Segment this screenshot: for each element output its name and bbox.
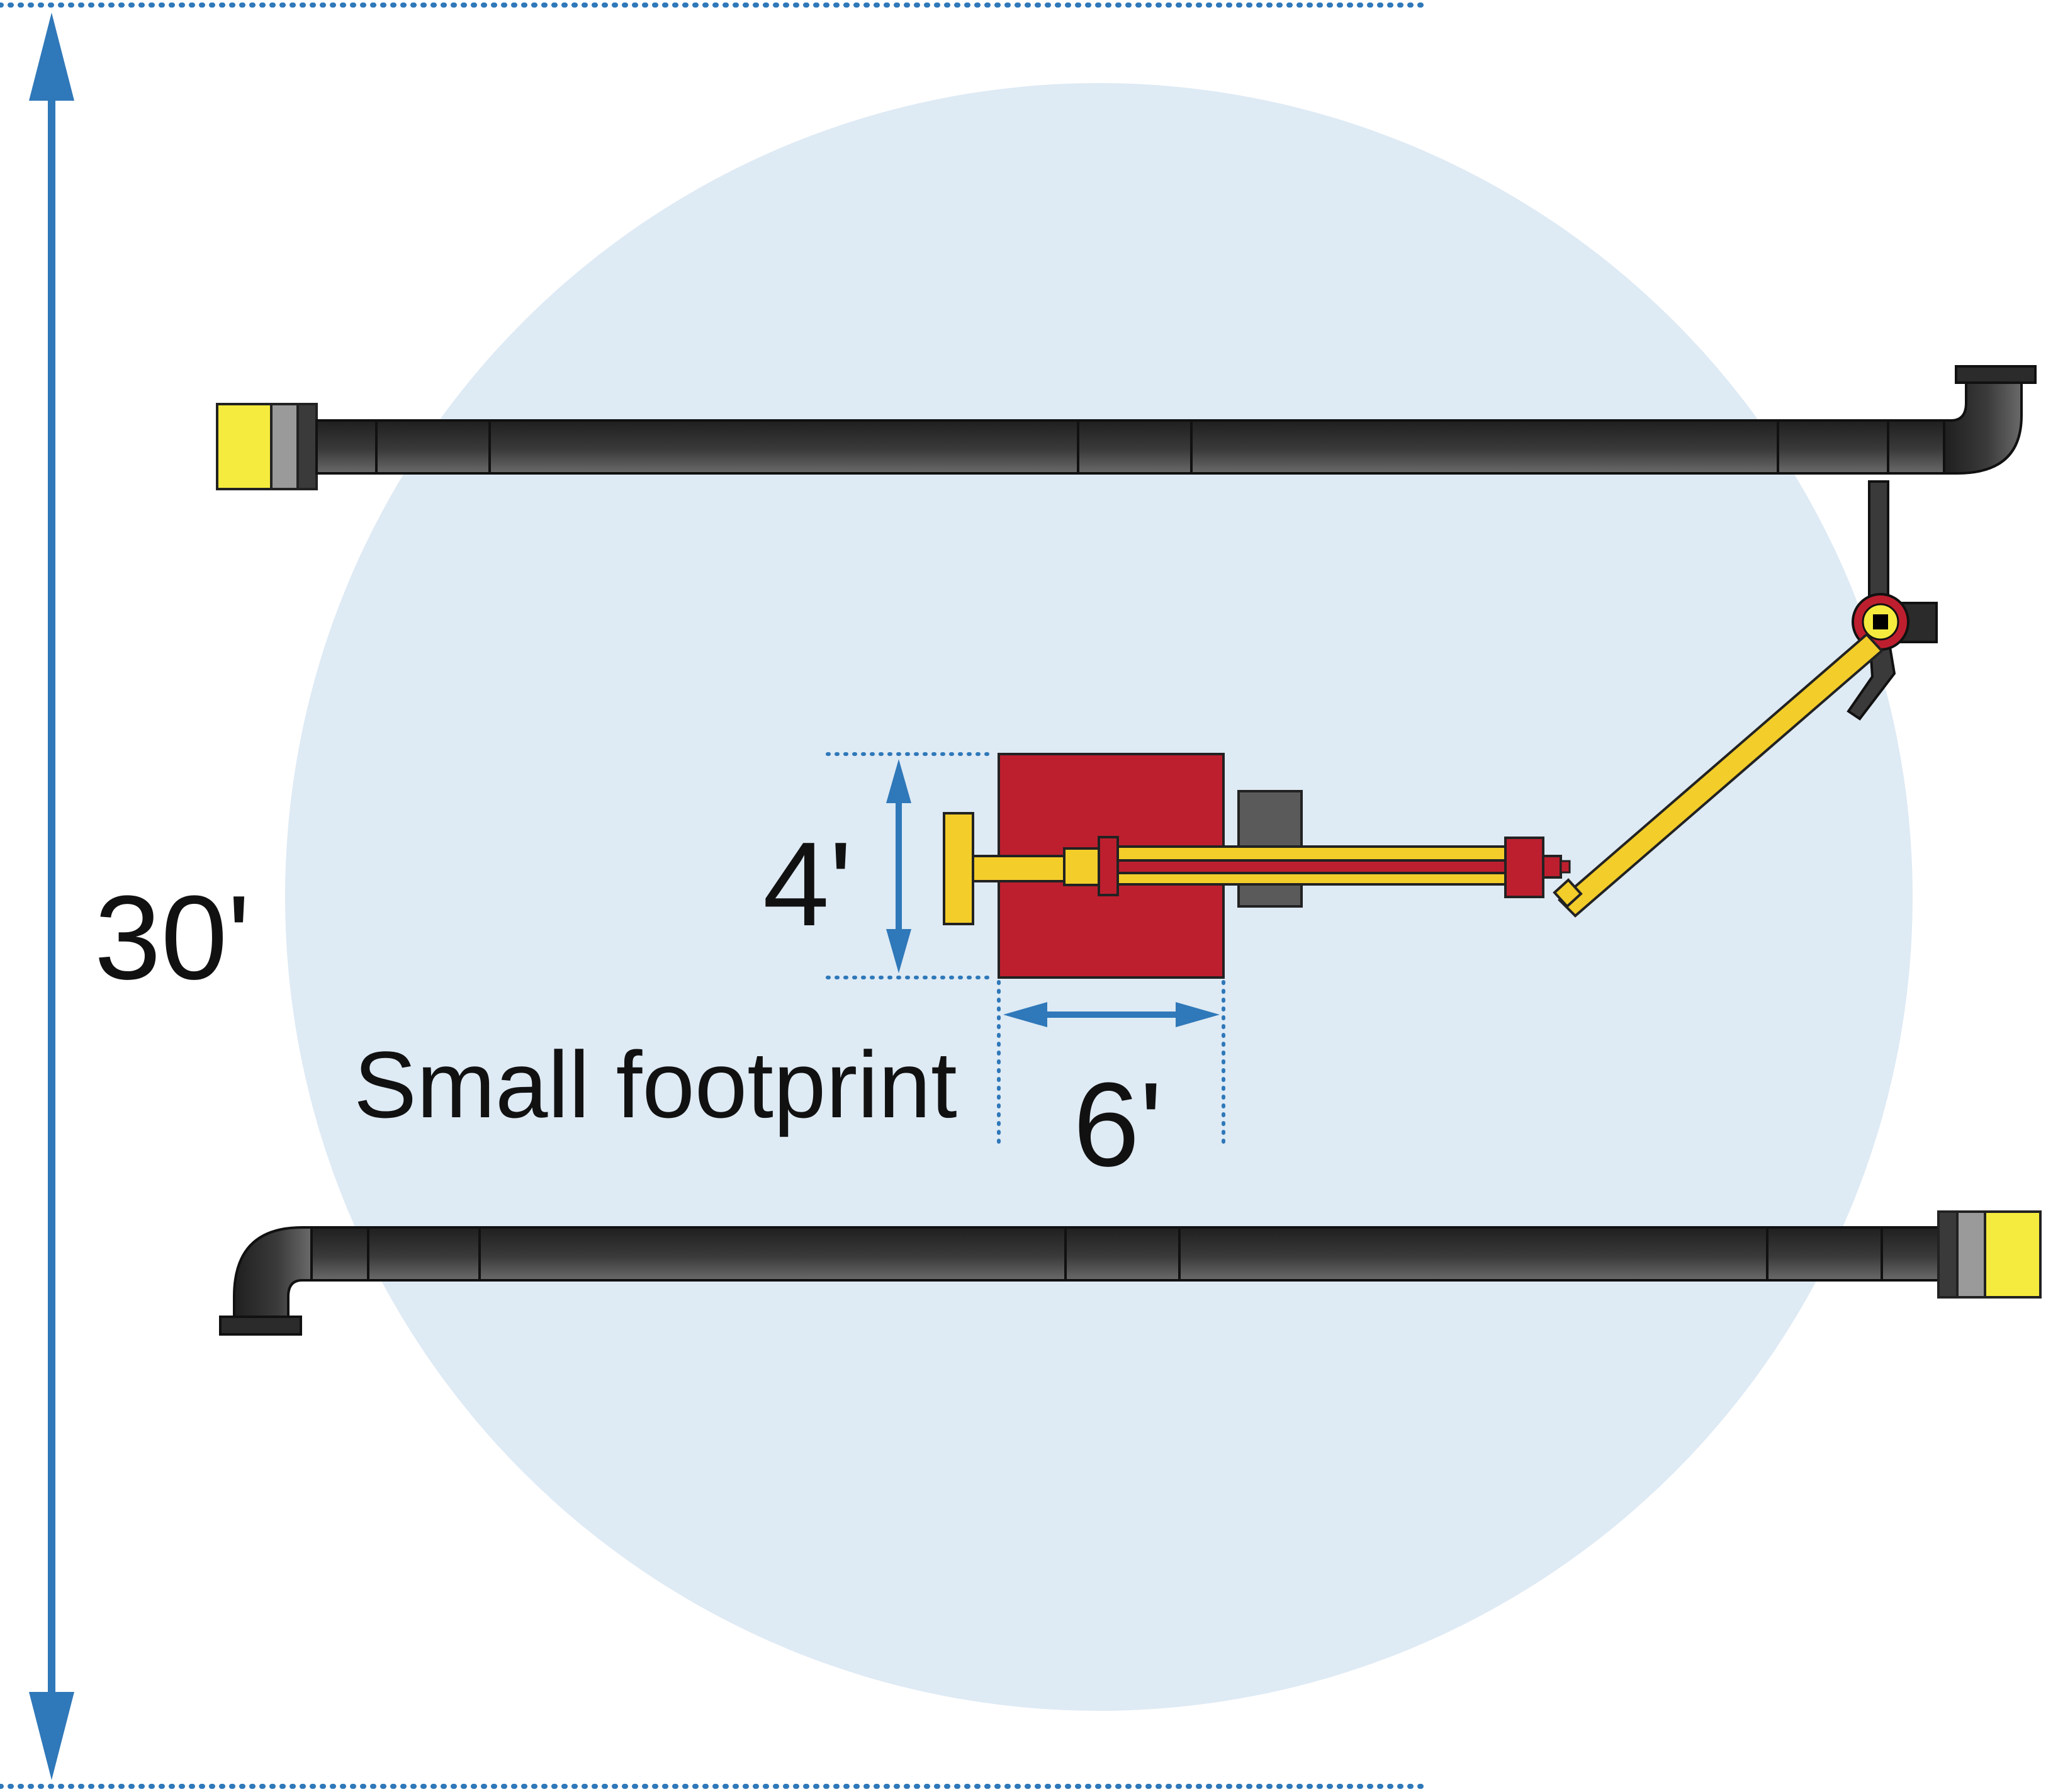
boom-end-tip — [1542, 855, 1562, 879]
bottom-pipe-body — [310, 1226, 1940, 1282]
bottom-pipe-coupling-dark — [1937, 1210, 1959, 1299]
shaft-collar — [1063, 847, 1100, 886]
unit-width-label: 6' — [1073, 1058, 1162, 1192]
bottom-pipe-coupling-yellow — [1984, 1210, 2042, 1299]
top-pipe-coupling-yellow — [216, 403, 273, 490]
bottom-pipe-flange — [219, 1316, 302, 1336]
boom-upper-rail — [1116, 845, 1507, 862]
boom-end-block — [1504, 837, 1544, 898]
bottom-pipe-elbow — [233, 1226, 313, 1318]
top-pipe-coupling-dark — [296, 403, 318, 490]
top-pipe-coupling-gray — [270, 403, 299, 490]
top-pipe-body — [315, 419, 1945, 475]
unit-height-arrow — [886, 759, 911, 973]
hanger-post — [1868, 480, 1889, 599]
handle-shaft — [972, 855, 1066, 882]
top-pipe — [216, 365, 2037, 490]
shaft-red-clamp — [1098, 836, 1119, 896]
boom-lower-rail — [1116, 872, 1507, 886]
boom-end-nub — [1560, 860, 1571, 874]
overall-height-label: 30' — [94, 871, 250, 1005]
top-pipe-flange — [1955, 365, 2037, 384]
pivot-assembly — [1847, 480, 1938, 721]
unit-height-label: 4' — [763, 818, 852, 951]
handle-bar — [943, 812, 974, 925]
top-pipe-elbow — [1943, 381, 2023, 475]
pivot-pin — [1873, 614, 1888, 629]
bottom-pipe-coupling-gray — [1956, 1210, 1986, 1299]
overall-height-arrow — [29, 13, 74, 1780]
boom-joint — [1553, 878, 1583, 908]
bottom-pipe — [219, 1210, 2042, 1336]
unit-width-arrow — [1003, 1002, 1220, 1027]
footprint-caption: Small footprint — [354, 1032, 957, 1137]
boom-arm — [1558, 633, 1884, 918]
boom-middle-rail — [1116, 859, 1507, 874]
